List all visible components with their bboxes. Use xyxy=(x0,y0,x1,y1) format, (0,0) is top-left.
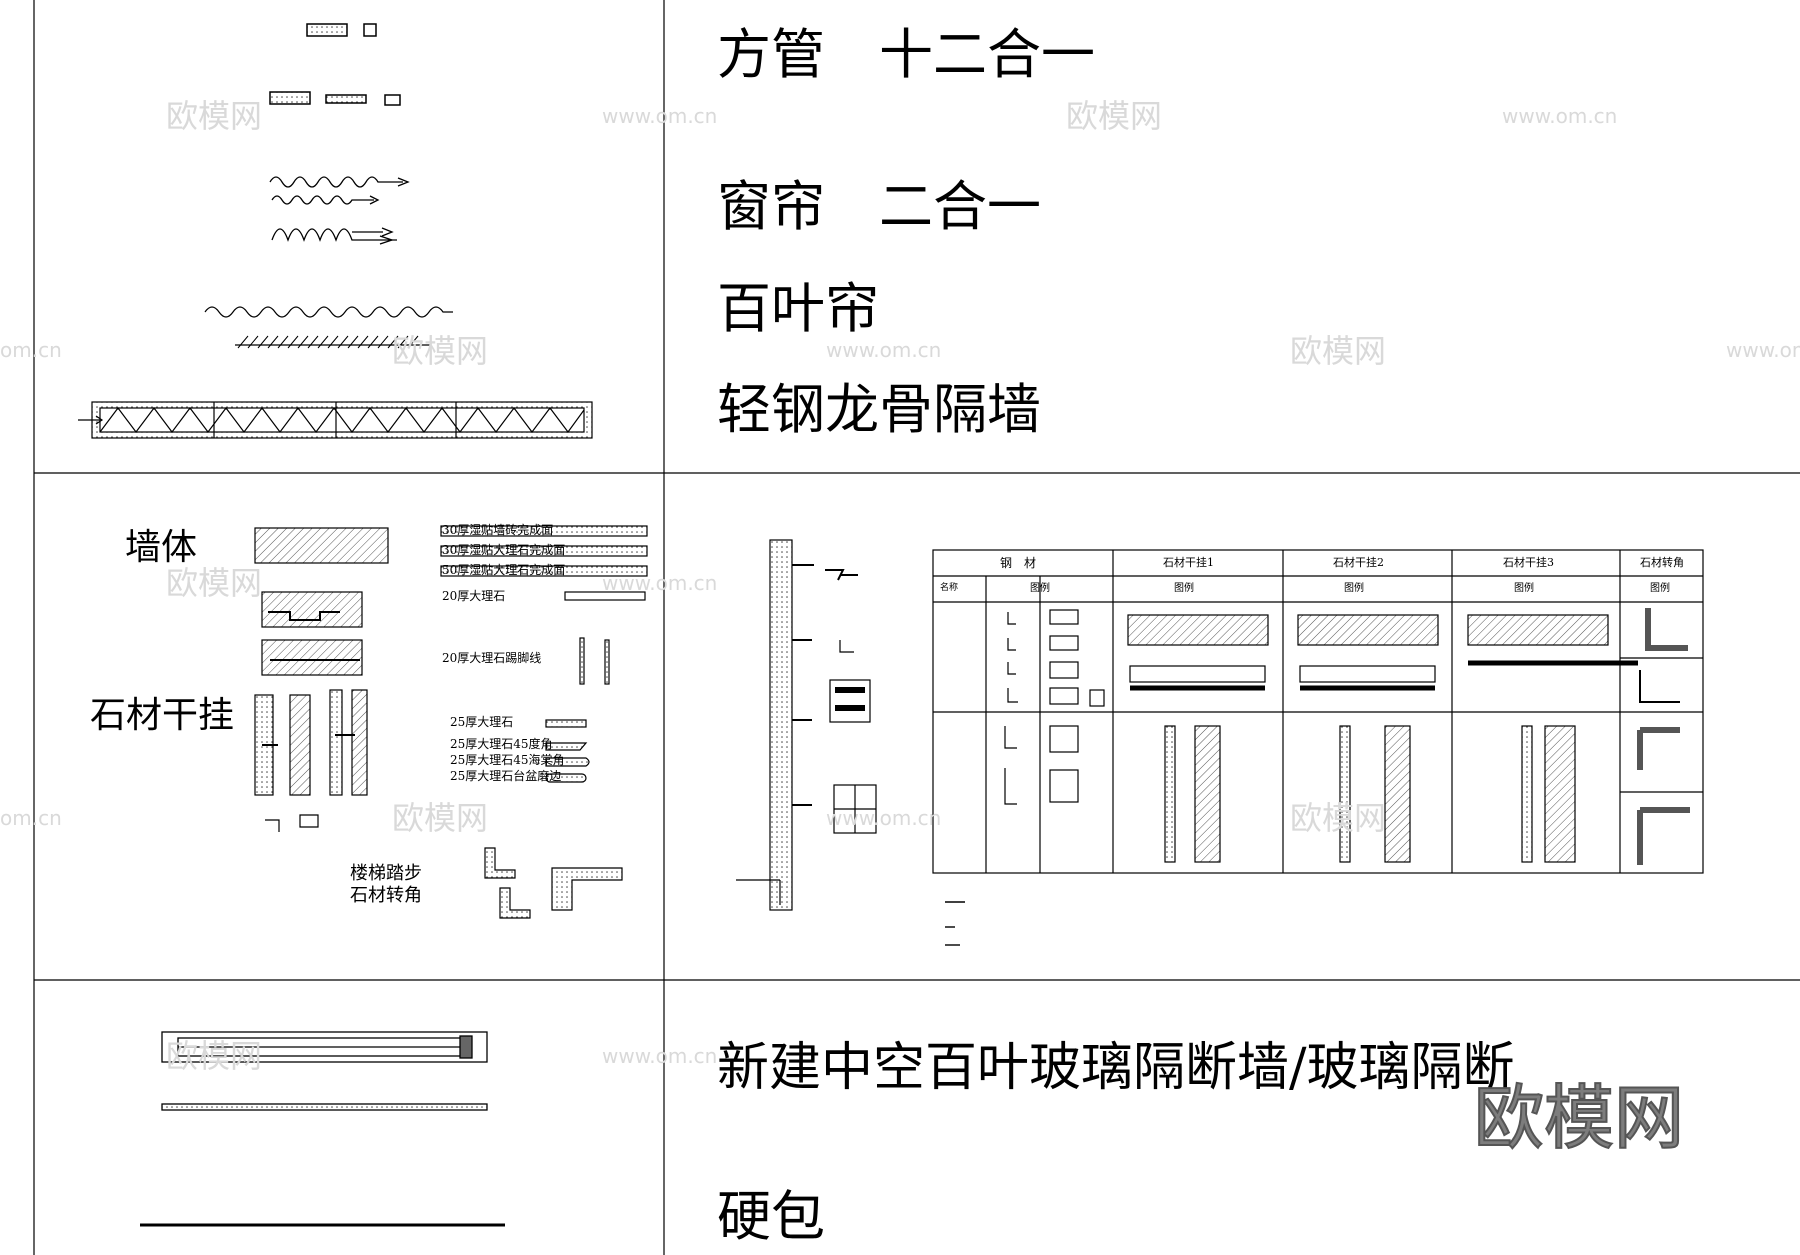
heading-curtain: 窗帘 二合一 xyxy=(717,175,1041,238)
watermark: 欧模网 xyxy=(392,332,489,370)
table-subheader: 图例 xyxy=(1650,583,1670,594)
watermark: 欧模网 xyxy=(166,564,263,602)
note-item: 30厚湿贴墙砖完成面 xyxy=(442,523,554,537)
table-subheader: 图例 xyxy=(1030,583,1050,594)
table-header: 石材干挂1 xyxy=(1163,556,1214,569)
heading-hard-wrap: 硬包 xyxy=(717,1185,825,1248)
watermark: 欧模网 xyxy=(392,799,489,837)
stud-wall-section xyxy=(78,401,593,439)
glass-partition-sections xyxy=(140,1031,505,1227)
table-header: 石材干挂2 xyxy=(1333,556,1384,569)
table-subheader: 图例 xyxy=(1344,583,1364,594)
watermark: www.om.cn xyxy=(1726,338,1800,362)
note-item: 50厚湿贴大理石完成面 xyxy=(442,563,566,577)
watermark: www.om.cn xyxy=(602,571,718,595)
label-stair-step: 楼梯踏步 xyxy=(350,863,422,884)
watermark: om.cn xyxy=(0,338,62,362)
note-item: 25厚大理石45海棠角 xyxy=(450,753,565,767)
curtain-symbols xyxy=(269,176,410,245)
watermark: 欧模网 xyxy=(166,1037,263,1075)
watermark: 欧模网 xyxy=(1290,799,1387,837)
watermark: www.om.cn xyxy=(1502,104,1618,128)
note-item: 25厚大理石 xyxy=(450,715,514,729)
note-item: 20厚大理石 xyxy=(442,589,506,603)
heading-glass-partition: 新建中空百叶玻璃隔断墙/玻璃隔断 xyxy=(717,1038,1515,1098)
note-item: 30厚湿贴大理石完成面 xyxy=(442,543,566,557)
watermark: www.om.cn xyxy=(602,104,718,128)
label-wall: 墙体 xyxy=(125,527,198,568)
heading-blinds: 百叶帘 xyxy=(717,277,879,340)
note-item: 25厚大理石45度角 xyxy=(450,737,553,751)
grid-lines xyxy=(33,0,1800,1255)
note-item: 20厚大理石踢脚线 xyxy=(442,651,542,665)
table-subheader: 图例 xyxy=(1514,583,1534,594)
watermark: 欧模网 xyxy=(166,97,263,135)
heading-stud-wall: 轻钢龙骨隔墙 xyxy=(717,378,1041,441)
heading-square-tube: 方管 十二合一 xyxy=(717,23,1095,86)
label-stone-corner: 石材转角 xyxy=(350,885,422,906)
table-header: 石材干挂3 xyxy=(1503,556,1554,569)
watermark: www.om.cn xyxy=(826,806,942,830)
watermark: www.om.cn xyxy=(602,1044,718,1068)
watermark: om.cn xyxy=(0,806,62,830)
watermark: 欧模网 xyxy=(1290,332,1387,370)
table-header: 石材转角 xyxy=(1640,556,1684,569)
watermark: www.om.cn xyxy=(826,338,942,362)
table-subheader: 名称 xyxy=(940,583,959,593)
watermark-large: 欧模网 xyxy=(1473,1076,1685,1160)
blinds-symbols xyxy=(204,306,453,349)
note-item: 25厚大理石台盆磨边 xyxy=(450,769,562,783)
watermark: 欧模网 xyxy=(1066,97,1163,135)
wall-stone-details xyxy=(254,525,648,919)
table-header: 钢 材 xyxy=(1000,556,1037,570)
stone-hanging-table xyxy=(736,539,1704,946)
table-subheader: 图例 xyxy=(1174,583,1194,594)
label-stone-dry-hang: 石材干挂 xyxy=(90,695,235,736)
square-tube-sections xyxy=(269,23,401,106)
